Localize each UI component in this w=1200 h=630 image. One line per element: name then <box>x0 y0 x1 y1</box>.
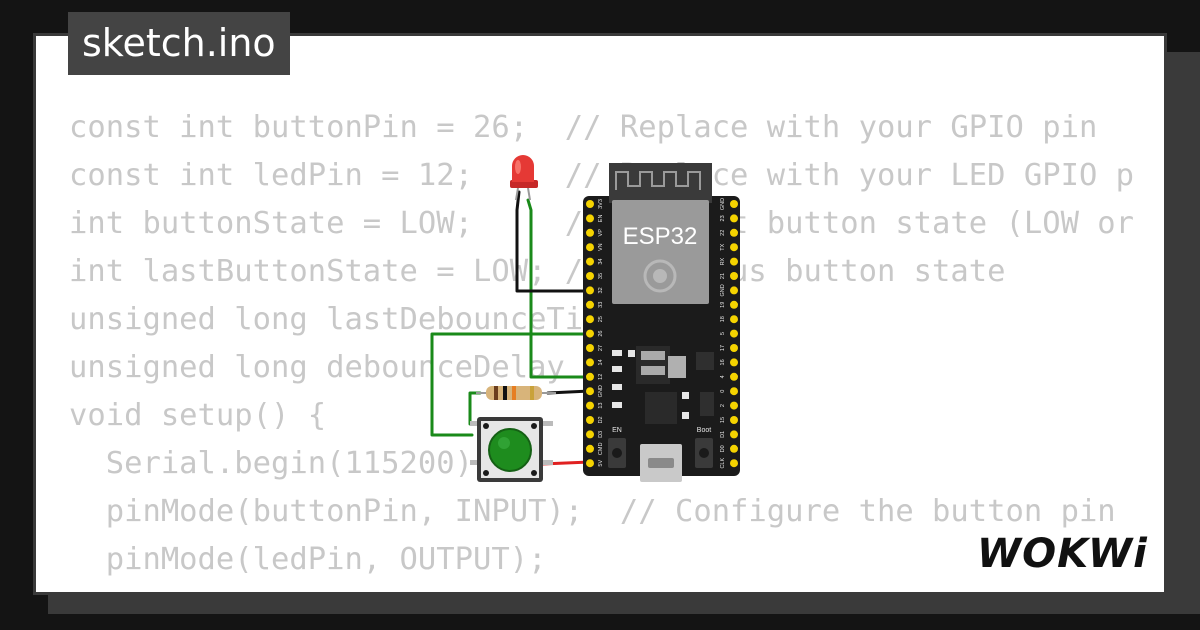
pin-label: 5 <box>720 332 726 335</box>
pin-left-cmd[interactable] <box>586 444 594 453</box>
pin-right-16[interactable] <box>730 358 738 367</box>
pin-label: 23 <box>720 215 726 221</box>
resistor[interactable] <box>476 386 556 400</box>
pin-label: 4 <box>720 375 726 378</box>
pin-left-25[interactable] <box>586 315 594 324</box>
pin-label: VN <box>598 243 604 251</box>
pin-right-21[interactable] <box>730 272 738 280</box>
pin-right-5[interactable] <box>730 329 738 338</box>
pin-right-15[interactable] <box>730 416 738 424</box>
pin-label: VP <box>598 229 604 237</box>
pin-label: 5V <box>598 460 604 467</box>
pin-label: 25 <box>598 316 604 322</box>
pin-label: RX <box>720 257 726 265</box>
pin-right-d1[interactable] <box>730 430 738 439</box>
pin-label: D0 <box>720 445 726 452</box>
pin-label: 26 <box>598 331 604 337</box>
pin-label: 35 <box>598 273 604 279</box>
pin-right-gnd[interactable] <box>730 286 738 295</box>
pin-label: 14 <box>598 359 604 365</box>
code-line: digitalWrite(ledPin, LOW); // Turn on th… <box>69 584 1135 592</box>
code-line: pinMode(ledPin, OUTPUT); <box>69 542 547 577</box>
pin-right-17[interactable] <box>730 344 738 352</box>
pin-left-5v[interactable] <box>586 459 594 468</box>
pin-left-vp[interactable] <box>586 228 594 237</box>
pin-right-23[interactable] <box>730 214 738 223</box>
pin-left-35[interactable] <box>586 272 594 280</box>
pin-left-32[interactable] <box>586 286 594 295</box>
logo-text: WOKWi <box>977 531 1148 577</box>
wire-button-to-gpio <box>430 332 592 437</box>
pin-label: 32 <box>598 287 604 293</box>
wire-led-anode <box>526 198 592 379</box>
pin-left-d2[interactable] <box>586 416 594 424</box>
pin-left-vn[interactable] <box>586 243 594 252</box>
pin-right-rx[interactable] <box>730 257 738 266</box>
pin-left-13[interactable] <box>586 401 594 410</box>
chip-label: ESP32 <box>623 223 698 250</box>
code-line: Serial.begin(115200); <box>69 446 492 481</box>
wokwi-logo: WOKWi <box>977 531 1148 577</box>
pin-label: CLK <box>720 458 726 469</box>
pin-right-18[interactable] <box>730 315 738 324</box>
pin-right-19[interactable] <box>730 300 738 309</box>
pin-left-gnd[interactable] <box>586 387 594 396</box>
pin-label: 18 <box>720 316 726 322</box>
pin-right-clk[interactable] <box>730 459 738 468</box>
code-line: void setup() { <box>69 398 327 433</box>
pin-label: 13 <box>598 403 604 409</box>
pin-label: 27 <box>598 345 604 351</box>
pin-label: 2 <box>720 404 726 407</box>
pin-left-27[interactable] <box>586 344 594 352</box>
pushbutton[interactable] <box>470 417 553 482</box>
pin-left-d3[interactable] <box>586 430 594 439</box>
pin-label: 12 <box>598 374 604 380</box>
pin-label: 21 <box>720 273 726 279</box>
pin-label: 22 <box>720 230 726 236</box>
pin-label: D2 <box>598 416 604 423</box>
pin-right-tx[interactable] <box>730 243 738 252</box>
boot-label: Boot <box>697 427 711 434</box>
led-red[interactable] <box>510 155 538 201</box>
pin-left-en[interactable] <box>586 214 594 223</box>
pin-label: 15 <box>720 417 726 423</box>
pin-label: EN <box>598 215 604 223</box>
pin-right-0[interactable] <box>730 387 738 396</box>
pin-label: GND <box>598 385 604 397</box>
en-label: EN <box>612 427 622 434</box>
pin-right-2[interactable] <box>730 401 738 410</box>
pin-right-gnd[interactable] <box>730 200 738 208</box>
pin-left-12[interactable] <box>586 372 594 381</box>
code-line: pinMode(buttonPin, INPUT); // Configure … <box>69 494 1116 529</box>
pin-label: TX <box>720 243 726 250</box>
pin-right-d0[interactable] <box>730 444 738 453</box>
filename-tab[interactable]: sketch.ino <box>68 12 290 75</box>
pin-left-14[interactable] <box>586 358 594 367</box>
pin-label: 19 <box>720 302 726 308</box>
pin-label: D3 <box>598 431 604 438</box>
pin-label: 0 <box>720 390 726 393</box>
code-line: const int buttonPin = 26; // Replace wit… <box>69 110 1098 145</box>
pin-label: CMD <box>598 443 604 456</box>
code-line: int lastButtonState = LOW; // Previous b… <box>69 254 1006 289</box>
pin-label: 3V3 <box>598 199 604 209</box>
pin-right-4[interactable] <box>730 372 738 381</box>
pin-label: GND <box>720 284 726 296</box>
pin-left-34[interactable] <box>586 257 594 266</box>
pin-left-3v3[interactable] <box>586 200 594 208</box>
pin-label: GND <box>720 198 726 210</box>
pin-label: D1 <box>720 431 726 438</box>
pin-left-26[interactable] <box>586 329 594 338</box>
filename-label: sketch.ino <box>82 21 276 65</box>
pin-label: 33 <box>598 302 604 308</box>
pin-label: 16 <box>720 359 726 365</box>
esp32-board[interactable]: ESP32 EN Boot 3V3ENVPVN34353233252627141… <box>583 163 740 482</box>
pin-label: 34 <box>598 259 604 265</box>
pin-label: 17 <box>720 345 726 351</box>
pin-right-22[interactable] <box>730 228 738 237</box>
pin-left-33[interactable] <box>586 300 594 309</box>
